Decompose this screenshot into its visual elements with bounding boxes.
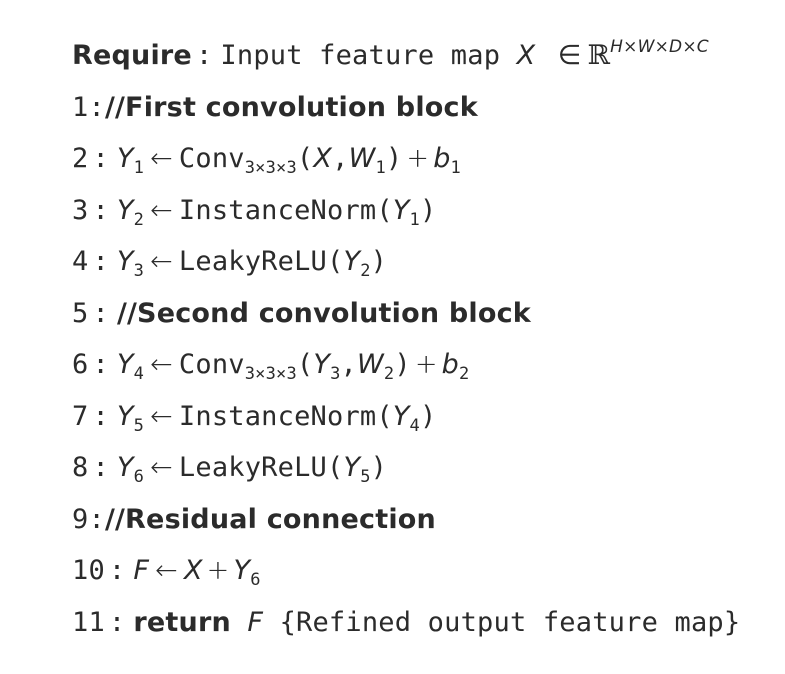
line-number: 8 [72,452,89,483]
lhs-subscript: 2 [133,209,145,230]
lhs-subscript: 6 [133,467,145,487]
lhs-var: Y [116,349,134,380]
function-name: LeakyReLU [178,452,328,483]
return-var: F [247,606,264,638]
algorithm-block: Require:Input feature map X ∈ℝH×W×D×C 1:… [72,30,772,648]
argument: W [357,349,384,380]
return-remark: {Refined output feature map} [279,606,741,638]
lhs-var: Y [116,194,134,226]
function-name: Conv [178,349,245,380]
lhs-var: F [133,555,150,586]
algo-line-4: 4:Y3←LeakyReLU(Y2) [72,246,388,281]
algo-line-11: 11:return F {Refined output feature map} [72,606,741,638]
line-number: 7 [72,400,89,432]
line-number: 6 [72,349,89,380]
argument-subscript: 1 [375,158,386,178]
assign-arrow: ← [150,349,173,380]
argument: W [348,143,376,174]
line-number: 4 [72,246,89,277]
rhs-var: X [183,555,203,586]
lhs-subscript: 4 [133,364,145,384]
return-keyword: return [133,606,231,638]
argument: Y [392,194,410,226]
argument: Y [343,452,361,483]
argument-subscript: 2 [383,364,395,384]
bias-var: b [441,349,459,380]
argument-subscript: 5 [360,467,371,487]
bias-var: b [433,143,451,174]
real-space-symbol: ℝ [587,40,611,71]
function-name: LeakyReLU [178,246,328,277]
function-subscript: 3×3×3 [244,158,297,178]
algo-line-1: 1://First convolution block [72,91,478,123]
assign-arrow: ← [150,143,173,174]
algo-line-2: 2:Y1←Conv3×3×3(X,W1)+b1 [72,143,461,178]
lhs-var: Y [116,143,134,174]
require-dims: H×W×D×C [610,37,709,57]
function-subscript: 3×3×3 [244,364,297,384]
assign-arrow: ← [150,246,173,277]
argument: Y [343,246,361,277]
comment-text: //First convolution block [104,91,478,123]
lhs-subscript: 3 [133,261,145,281]
require-label: Require [72,40,192,71]
rhs-var: Y [233,555,251,586]
lhs-var: Y [116,400,134,432]
algo-line-7: 7:Y5←InstanceNorm(Y4) [72,400,437,436]
comment-text: //Residual connection [104,503,436,535]
function-name: Conv [178,143,245,174]
algo-line-10: 10:F←X+Y6 [72,555,261,590]
argument: Y [313,349,331,380]
argument-subscript: 4 [409,415,420,436]
argument-subscript: 2 [360,261,371,281]
lhs-subscript: 5 [133,415,145,436]
lhs-subscript: 1 [133,158,145,178]
rhs-subscript: 6 [250,570,261,590]
lhs-var: Y [116,246,134,277]
algo-line-9: 9://Residual connection [72,503,436,535]
algo-line-6: 6:Y4←Conv3×3×3(Y3,W2)+b2 [72,349,470,384]
bias-subscript: 1 [450,158,461,178]
line-number: 11 [72,606,105,638]
comment-text: //Second convolution block [116,297,531,329]
line-number: 1 [72,91,89,123]
argument: X [313,143,333,174]
require-text: Input feature map [220,40,501,71]
line-number: 3 [72,194,89,226]
line-number: 9 [72,503,89,535]
algo-line-5: 5://Second convolution block [72,297,531,329]
algo-line-3: 3:Y2←InstanceNorm(Y1) [72,194,437,230]
assign-arrow: ← [155,555,178,586]
argument-subscript: 1 [409,209,420,230]
argument: Y [392,400,410,432]
assign-arrow: ← [150,452,173,483]
bias-subscript: 2 [458,364,470,384]
element-of-symbol: ∈ [557,40,582,71]
function-name: InstanceNorm [178,194,377,226]
algo-line-8: 8:Y6←LeakyReLU(Y5) [72,452,388,487]
require-var: X [516,40,536,71]
line-number: 10 [72,555,105,586]
assign-arrow: ← [150,400,173,432]
argument-subscript: 3 [330,364,341,384]
require-line: Require:Input feature map X ∈ℝH×W×D×C [72,37,709,72]
line-number: 5 [72,297,89,329]
function-name: InstanceNorm [178,400,377,432]
assign-arrow: ← [150,194,173,226]
lhs-var: Y [116,452,134,483]
line-number: 2 [72,143,89,174]
